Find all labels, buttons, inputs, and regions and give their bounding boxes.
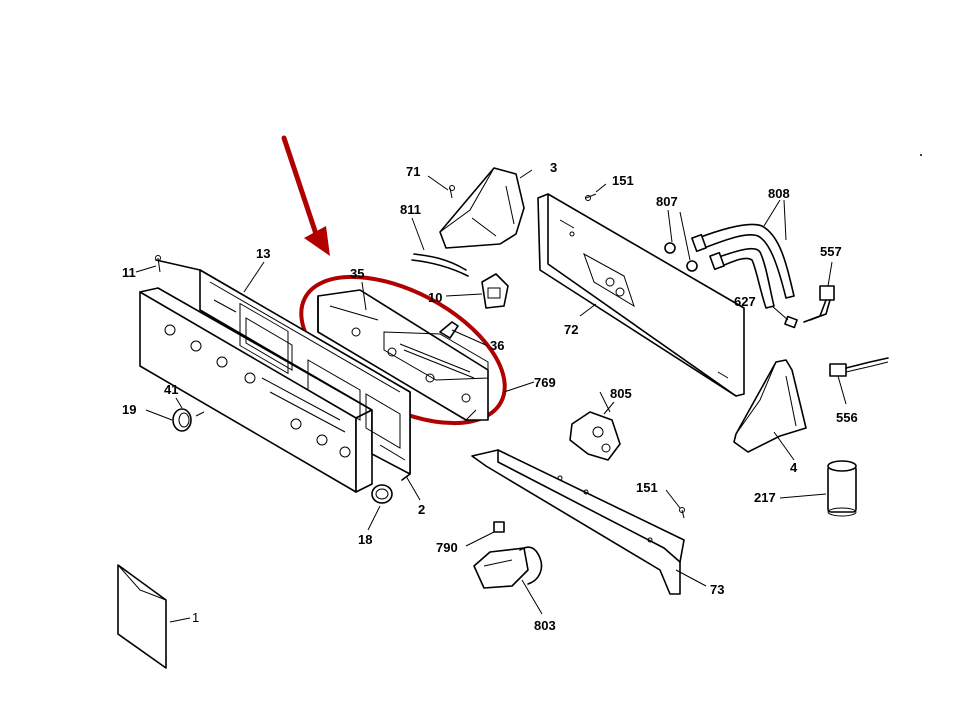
part-151-screw-bottom [679, 507, 685, 519]
part-13-backplate [155, 259, 411, 481]
leader-lines [135, 169, 847, 615]
label-18: 18 [358, 532, 372, 547]
label-217: 217 [754, 490, 776, 505]
part-4-end-cap [733, 359, 807, 453]
part-557-cord [803, 285, 835, 323]
part-10-switch [481, 273, 509, 309]
part-2-front-panel [139, 287, 373, 493]
label-769: 769 [534, 375, 556, 390]
label-72: 72 [564, 322, 578, 337]
part-18-knob [371, 484, 393, 504]
label-805: 805 [610, 386, 632, 401]
label-556: 556 [836, 410, 858, 425]
part-556-cable [829, 357, 889, 377]
label-4: 4 [790, 460, 798, 475]
label-808: 808 [768, 186, 790, 201]
label-11: 11 [122, 265, 136, 280]
part-3-end-cap [439, 167, 525, 249]
part-151-screw-top [585, 193, 597, 201]
part-808-hoses [691, 223, 795, 309]
label-807: 807 [656, 194, 678, 209]
part-803-wire-harness [473, 546, 543, 589]
label-627: 627 [734, 294, 756, 309]
part-11-screw [155, 255, 161, 273]
part-73-bottom-trim [471, 449, 685, 595]
label-73: 73 [710, 582, 724, 597]
label-151-bottom: 151 [636, 480, 658, 495]
label-10: 10 [428, 290, 442, 305]
label-811: 811 [400, 202, 421, 217]
label-35: 35 [350, 266, 364, 281]
part-805-valve [569, 391, 621, 461]
label-41: 41 [164, 382, 178, 397]
part-71-screw [449, 185, 455, 199]
label-151-top: 151 [612, 173, 634, 188]
part-72-back-panel [537, 193, 745, 397]
part-807-washers [664, 242, 698, 272]
part-36-bracket [439, 321, 459, 339]
label-2: 2 [418, 502, 425, 517]
part-811-wire [411, 253, 469, 277]
red-arrow [281, 135, 330, 256]
artifact-dot [920, 154, 922, 156]
label-790: 790 [436, 540, 458, 555]
label-803: 803 [534, 618, 556, 633]
label-3: 3 [550, 160, 557, 175]
part-35-control-board [317, 289, 489, 421]
label-557: 557 [820, 244, 842, 259]
part-217-capacitor [827, 460, 857, 517]
part-labels: 71 3 151 807 808 811 557 13 11 35 10 627… [122, 160, 858, 633]
part-627-clip [784, 315, 798, 329]
label-19: 19 [122, 402, 136, 417]
part-790-clip [493, 521, 505, 533]
label-71: 71 [406, 164, 420, 179]
label-36: 36 [490, 338, 504, 353]
label-13: 13 [256, 246, 270, 261]
part-1-manual [117, 564, 191, 669]
label-1: 1 [192, 610, 199, 625]
part-19-knob [172, 408, 205, 432]
